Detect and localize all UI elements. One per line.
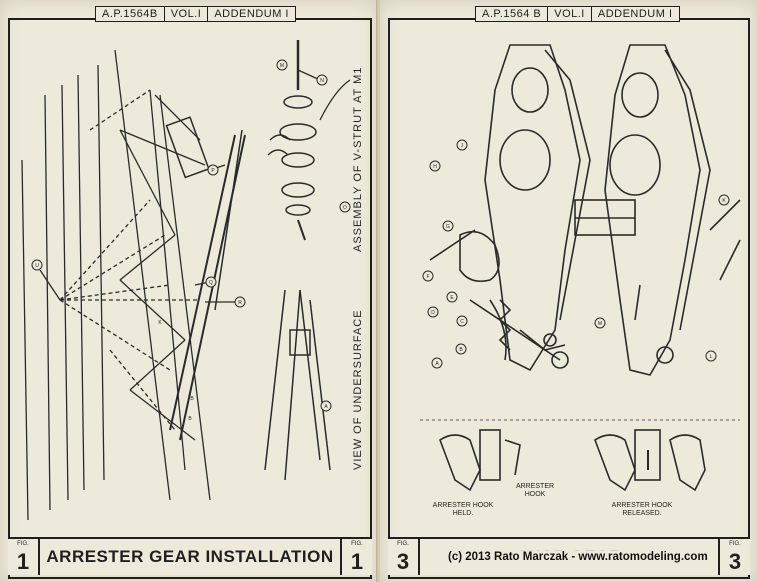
callout-c: C (460, 319, 464, 325)
callout-p: P (211, 168, 215, 174)
left-page: A.P.1564B VOL.I ADDENDUM I (0, 0, 378, 582)
callout-a: A (435, 361, 439, 367)
right-header-addendum: ADDENDUM I (597, 8, 673, 20)
callout-b: B (459, 347, 463, 353)
right-fig-box: FIG. 3 (388, 539, 420, 575)
callout-k: K (158, 320, 162, 326)
callout-j: J (461, 143, 464, 149)
callout-o: O (343, 205, 347, 211)
callout-b1: B (190, 396, 194, 402)
copyright-notice: (c) 2013 Rato Marczak - www.ratomodeling… (445, 551, 711, 563)
left-page-title: ARRESTER GEAR INSTALLATION (46, 547, 334, 566)
right-fig-box-end: FIG. 3 (718, 539, 750, 575)
left-fig-label: FIG. (17, 541, 29, 547)
callout-h: H (433, 164, 437, 170)
callout-m: M (280, 63, 284, 69)
left-page-header: A.P.1564B VOL.I ADDENDUM I (95, 6, 296, 22)
left-fig-box: FIG. 1 (8, 539, 40, 575)
callout-l: L (710, 354, 713, 360)
right-header-ref: A.P.1564 B (476, 7, 549, 21)
left-header-addendum: ADDENDUM I (214, 8, 289, 20)
left-fig-label-end: FIG. (351, 541, 363, 547)
left-page-footer: FIG. 1 ARRESTER GEAR INSTALLATION FIG. 1 (8, 537, 372, 575)
callout-m: M (598, 321, 602, 327)
callout-e: E (450, 295, 454, 301)
caption-arrester-hook: ARRESTER HOOK (515, 483, 555, 498)
callout-q: Q (209, 280, 213, 286)
right-page: A.P.1564 B VOL.I ADDENDUM I (380, 0, 757, 582)
page-gutter (376, 0, 382, 582)
right-fig-label-end: FIG. (729, 541, 741, 547)
left-fig-number-end: 1 (350, 549, 364, 574)
right-fig-number-end: 3 (728, 549, 742, 574)
right-page-header: A.P.1564 B VOL.I ADDENDUM I (475, 6, 680, 22)
callout-k: K (722, 198, 726, 204)
callout-g: G (446, 224, 450, 230)
snap-gear-drawing: J H G F E D C B A K M L (420, 44, 741, 492)
callout-n: N (320, 78, 324, 84)
callout-r: R (238, 300, 242, 306)
callout-a: A (324, 404, 328, 410)
arrester-gear-drawing: M N O P Q R U K B B A (21, 40, 351, 521)
right-header-vol: VOL.I (548, 7, 592, 21)
label-view-undersurface: VIEW OF UNDERSURFACE (352, 309, 364, 470)
caption-hook-held: ARRESTER HOOK HELD. (432, 502, 494, 517)
label-assembly-v-strut: ASSEMBLY OF V-STRUT AT M1 (352, 66, 364, 252)
left-header-vol: VOL.I (165, 7, 209, 21)
callout-u: U (35, 263, 39, 269)
left-fig-number: 1 (16, 549, 30, 574)
callout-b2: B (188, 416, 192, 422)
left-header-ref: A.P.1564B (96, 7, 165, 21)
caption-hook-released: ARRESTER HOOK RELEASED. (611, 502, 673, 517)
right-fig-label: FIG. (397, 541, 409, 547)
callout-f: F (426, 274, 429, 280)
callout-d: D (431, 310, 435, 316)
right-fig-number: 3 (396, 549, 410, 574)
left-fig-box-end: FIG. 1 (340, 539, 372, 575)
